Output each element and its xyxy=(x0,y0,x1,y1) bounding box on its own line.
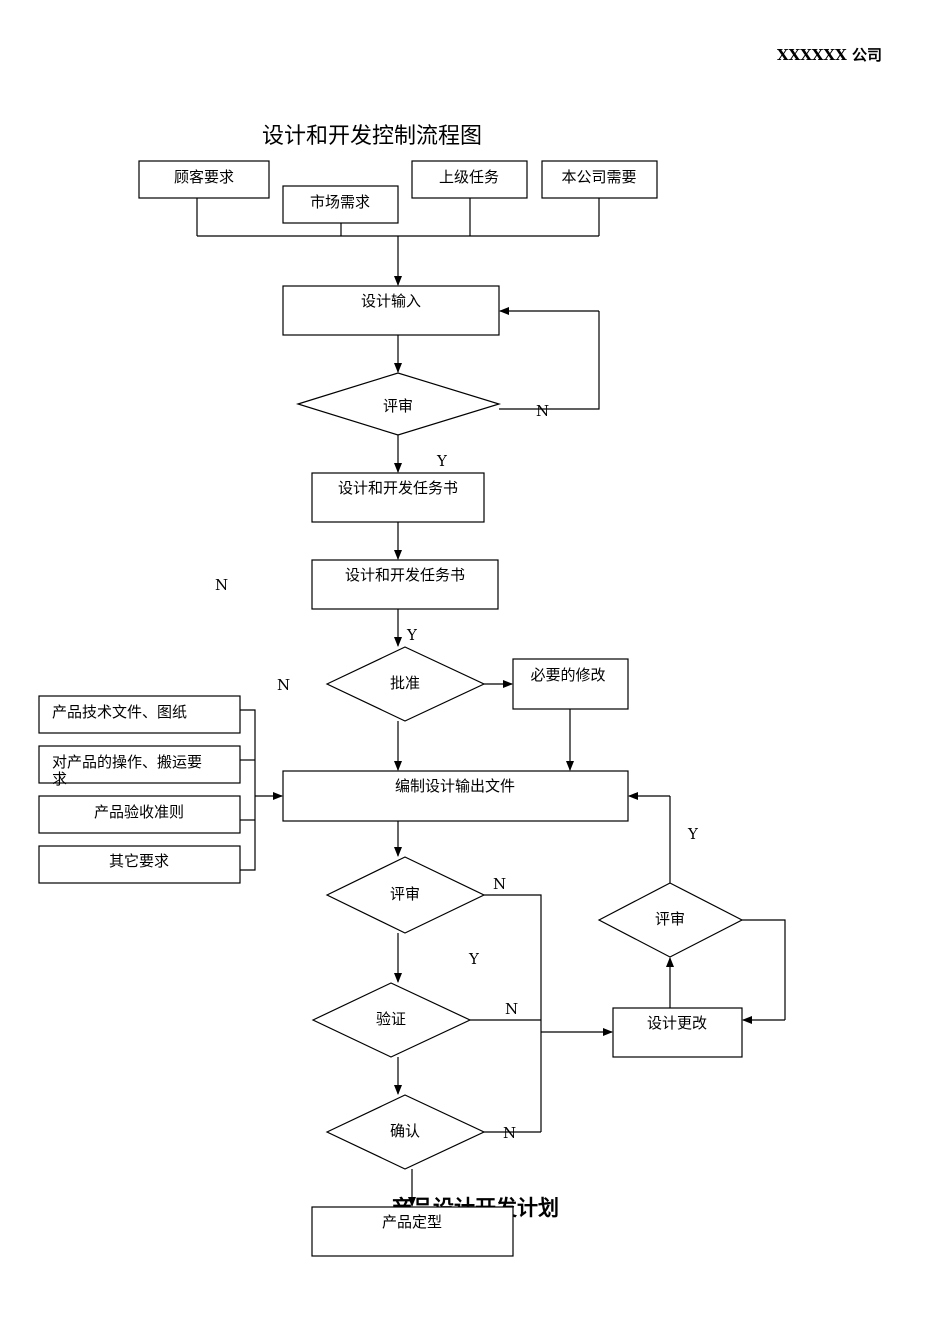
requirement-other-label: 其它要求 xyxy=(109,852,169,870)
requirement-handling: 对产品的操作、搬运要 求 xyxy=(38,745,241,788)
input-market-demand: 市场需求 xyxy=(282,185,399,224)
requirement-other: 其它要求 xyxy=(38,845,241,884)
task-yes-label: Y xyxy=(406,626,418,644)
review2-decision: 评审 xyxy=(325,856,486,934)
review1-decision: 评审 xyxy=(295,372,502,436)
review3-decision: 评审 xyxy=(597,882,744,958)
confirm-decision: 确认 xyxy=(325,1094,486,1170)
approve-decision: 批准 xyxy=(325,646,486,722)
review2-yes-label: Y xyxy=(468,950,480,968)
verify-no-label: N xyxy=(505,1000,518,1018)
design-change-label: 设计更改 xyxy=(647,1014,707,1032)
verify-decision: 验证 xyxy=(311,982,472,1058)
output-docs-label: 编制设计输出文件 xyxy=(395,777,515,795)
input-customer-requirements: 顾客要求 xyxy=(138,160,270,199)
floating-no-label: N xyxy=(215,576,228,594)
task-book1-label: 设计和开发任务书 xyxy=(338,479,458,497)
review2-no-line xyxy=(484,894,542,1132)
input-customer-requirements-label: 顾客要求 xyxy=(174,168,234,186)
requirement-tech-docs-label: 产品技术文件、图纸 xyxy=(52,703,187,721)
review3-no-loop xyxy=(742,919,786,1020)
input-company-needs: 本公司需要 xyxy=(541,160,658,199)
company-name: XXXXXX 公司 xyxy=(777,46,882,64)
confirm-no-label: N xyxy=(503,1124,516,1142)
requirement-acceptance-label: 产品验收准则 xyxy=(94,803,184,821)
design-change-box: 设计更改 xyxy=(612,1007,743,1058)
approve-label: 批准 xyxy=(390,674,420,692)
review3-yes-label: Y xyxy=(687,825,699,843)
review2-no-label: N xyxy=(493,875,506,893)
requirements-bracket xyxy=(240,709,256,871)
review1-yes-label: Y xyxy=(436,452,448,470)
review1-no-loop xyxy=(499,311,600,410)
design-input-box: 设计输入 xyxy=(282,285,500,336)
review2-label: 评审 xyxy=(390,885,420,903)
approve-no-label: N xyxy=(277,676,290,694)
task-book2-label: 设计和开发任务书 xyxy=(345,566,465,584)
necessary-change-box: 必要的修改 xyxy=(512,658,629,710)
input-upper-task: 上级任务 xyxy=(411,160,528,199)
review3-label: 评审 xyxy=(655,910,685,928)
finalize-label: 产品定型 xyxy=(382,1213,442,1231)
task-book2-box: 设计和开发任务书 xyxy=(311,559,499,610)
requirement-handling-wrap: 求 xyxy=(52,770,67,788)
review1-label: 评审 xyxy=(383,397,413,415)
confirm-label: 确认 xyxy=(390,1122,420,1140)
page-title: 设计和开发控制流程图 xyxy=(262,124,482,149)
design-input-label: 设计输入 xyxy=(361,292,421,310)
requirement-tech-docs: 产品技术文件、图纸 xyxy=(38,695,241,734)
necessary-change-label: 必要的修改 xyxy=(530,666,605,684)
finalize-box: 产品定型 xyxy=(311,1206,514,1257)
verify-label: 验证 xyxy=(376,1010,406,1028)
review1-no-label: N xyxy=(536,402,549,420)
task-book1-box: 设计和开发任务书 xyxy=(311,472,485,523)
input-upper-task-label: 上级任务 xyxy=(439,168,499,186)
output-docs-box: 编制设计输出文件 xyxy=(282,770,629,822)
requirement-handling-label: 对产品的操作、搬运要 xyxy=(52,753,202,771)
input-company-needs-label: 本公司需要 xyxy=(561,168,636,186)
requirement-acceptance: 产品验收准则 xyxy=(38,795,241,834)
input-market-demand-label: 市场需求 xyxy=(310,193,370,211)
